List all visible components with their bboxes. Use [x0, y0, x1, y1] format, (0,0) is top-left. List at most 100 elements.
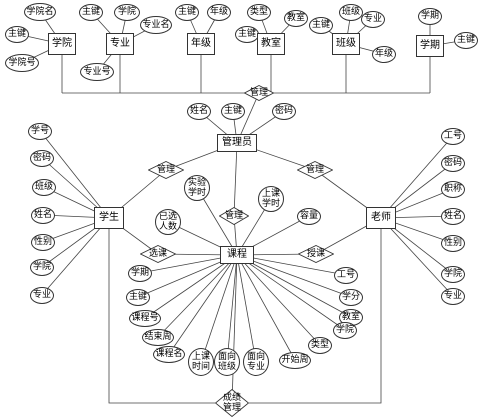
attribute-label: 工号: [443, 131, 462, 141]
attribute-a-zhuanyehao: 专业号: [80, 63, 114, 81]
attribute-a-kc-xueyuan: 学院: [333, 321, 357, 339]
attribute-label: 课程名: [155, 349, 183, 359]
attribute-link: [39, 130, 110, 219]
grade-management-relationship: 成绩管理: [215, 389, 249, 417]
attribute-label: 开始周: [281, 355, 309, 365]
attribute-label: 年级: [374, 49, 393, 59]
entity-label: 专业: [110, 38, 130, 49]
attribute-link: [144, 254, 238, 319]
attribute-label: 年级: [209, 7, 228, 17]
attribute-link: [380, 135, 454, 219]
entity-label: 老师: [371, 212, 391, 223]
attribute-a-kc-kechenghao: 课程号: [129, 309, 161, 327]
attribute-link: [236, 254, 352, 298]
entity-label: 管理员: [222, 137, 252, 148]
teacher-entity: 老师: [366, 207, 396, 229]
attribute-link: [200, 254, 238, 363]
attribute-label: 学院: [32, 262, 51, 272]
relationship-link: [233, 142, 238, 217]
attribute-a-xq-zhujian: 主键: [454, 31, 478, 49]
attribute-a-yuanming: 学院名: [24, 3, 56, 21]
diamond-shape: [215, 389, 249, 417]
attribute-link: [380, 217, 454, 297]
attribute-a-xueyuanhao: 学院号: [5, 54, 39, 72]
attribute-a-bj-nianji: 年级: [372, 45, 396, 63]
attribute-a-kc-gonghao: 工号: [334, 266, 358, 284]
attribute-label: 主键: [81, 7, 100, 17]
attribute-label: 学院: [117, 7, 136, 17]
attribute-label: 主键: [456, 35, 475, 45]
administrator-entity: 管理员: [217, 134, 257, 152]
attribute-label: 学院名: [26, 7, 54, 17]
attribute-label: 性别: [33, 237, 52, 247]
major-entity: 专业: [106, 33, 134, 55]
attribute-label: 工号: [336, 270, 355, 280]
attribute-link: [236, 254, 347, 276]
attribute-a-xy-zhujian: 主键: [5, 25, 29, 43]
attribute-label: 职称: [443, 184, 462, 194]
teach-relationship: 授课: [298, 245, 334, 263]
attribute-label: 已选人数: [158, 212, 177, 232]
attribute-a-kc-kechengming: 课程名: [153, 345, 185, 363]
attribute-a-kc-leixing: 类型: [308, 336, 332, 354]
attribute-a-ls-zhuanye: 专业: [441, 287, 465, 305]
attribute-label: 学号: [30, 126, 49, 136]
attribute-label: 教室: [341, 312, 360, 322]
entity-label: 班级: [336, 38, 356, 49]
attribute-label: 专业名: [142, 20, 170, 30]
attribute-label: 专业: [443, 291, 462, 301]
attribute-label: 密码: [274, 106, 293, 116]
relationship-label: 管理: [305, 165, 324, 175]
attribute-link: [157, 254, 238, 338]
attribute-a-kc-zhujian: 主键: [126, 288, 150, 306]
diamond-shape: [244, 85, 274, 101]
manage-relationship-course: 管理: [219, 207, 249, 225]
attribute-link: [226, 254, 238, 363]
attribute-link: [236, 254, 321, 346]
attribute-a-xq-xueqi: 学期: [418, 7, 442, 25]
attribute-label: 学期: [420, 11, 439, 21]
relationship-label: 管理: [249, 88, 268, 98]
attribute-a-gl-xingming: 姓名: [187, 102, 211, 120]
attribute-label: 主键: [177, 7, 196, 17]
entity-label: 学院: [52, 38, 72, 49]
attribute-label: 主键: [7, 29, 26, 39]
attribute-label: 主键: [237, 29, 256, 39]
attribute-label: 面向专业: [246, 352, 265, 372]
classroom-entity: 教室: [257, 33, 285, 55]
relationship-link: [231, 254, 238, 404]
manage-relationship-teacher: 管理: [297, 161, 333, 179]
relationship-label: 管理: [224, 211, 243, 221]
attribute-a-ls-gonghao: 工号: [441, 127, 465, 145]
attribute-label: 学院: [335, 325, 354, 335]
attribute-a-gl-zhujian: 主键: [221, 102, 245, 120]
entity-label: 课程: [227, 249, 247, 260]
attribute-a-nj-nianji: 年级: [207, 3, 231, 21]
attribute-a-js-zhujian: 主键: [235, 25, 259, 43]
attribute-label: 上课学时: [261, 189, 280, 209]
attribute-label: 姓名: [443, 211, 462, 221]
diamond-shape: [219, 207, 249, 225]
student-entity: 学生: [94, 207, 124, 229]
course-entity: 课程: [220, 246, 254, 264]
diamond-shape: [140, 245, 176, 263]
attribute-a-ls-zhicheng: 职称: [441, 180, 465, 198]
attribute-label: 姓名: [189, 106, 208, 116]
relationship-link: [108, 229, 215, 404]
attribute-a-gl-mima: 密码: [272, 102, 296, 120]
attribute-a-xs-xingbie: 性别: [31, 233, 55, 251]
college-entity: 学院: [48, 33, 76, 55]
attribute-a-bj-banji: 班级: [339, 3, 363, 21]
attribute-a-nj-zhujian: 主键: [175, 3, 199, 21]
attribute-label: 姓名: [33, 210, 52, 220]
attribute-label: 专业号: [83, 67, 111, 77]
entity-label: 教室: [261, 38, 281, 49]
attribute-a-zy-zhujian: 主键: [79, 3, 103, 21]
attribute-label: 主键: [223, 106, 242, 116]
attribute-label: 学院: [443, 269, 462, 279]
attribute-a-ls-xingming: 姓名: [441, 207, 465, 225]
attribute-link: [236, 254, 352, 318]
attribute-a-ls-xingbie: 性别: [441, 234, 465, 252]
attribute-label: 专业: [32, 290, 51, 300]
